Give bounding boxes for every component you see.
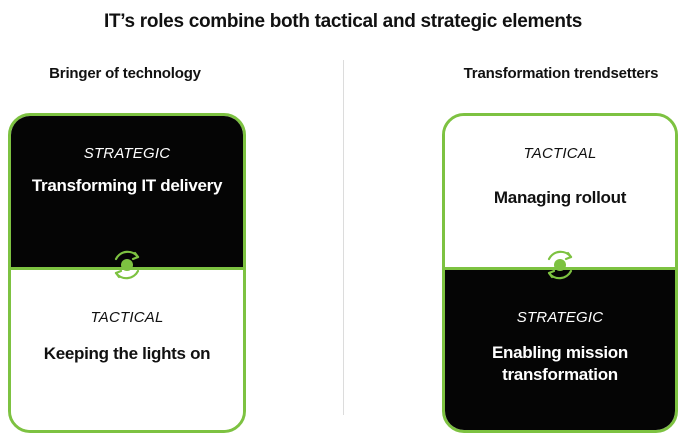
right-role-card: TACTICAL Managing rollout STRATEGIC Enab…	[442, 113, 678, 433]
left-top-role: Transforming IT delivery	[31, 176, 223, 195]
left-top-kind: STRATEGIC	[83, 145, 171, 162]
right-column-heading: Transformation trendsetters	[463, 65, 659, 82]
column-divider	[343, 60, 344, 415]
right-bottom-panel: STRATEGIC Enabling mission transformatio…	[445, 270, 675, 430]
left-bottom-kind: TACTICAL	[90, 309, 164, 326]
cycle-arrows-icon	[107, 245, 147, 285]
right-top-panel: TACTICAL Managing rollout	[445, 116, 675, 268]
left-bottom-panel: TACTICAL Keeping the lights on	[11, 270, 243, 430]
diagram-title: IT’s roles combine both tactical and str…	[104, 11, 582, 32]
right-top-kind: TACTICAL	[523, 145, 597, 162]
left-role-card: STRATEGIC Transforming IT delivery TACTI…	[8, 113, 246, 433]
left-column-heading: Bringer of technology	[49, 65, 201, 82]
right-top-role: Managing rollout	[493, 188, 627, 207]
right-bottom-role: Enabling mission transformation	[492, 343, 628, 384]
cycle-arrows-icon	[540, 245, 580, 285]
left-bottom-role: Keeping the lights on	[43, 344, 211, 363]
right-bottom-kind: STRATEGIC	[516, 309, 604, 326]
left-top-panel: STRATEGIC Transforming IT delivery	[11, 116, 243, 268]
